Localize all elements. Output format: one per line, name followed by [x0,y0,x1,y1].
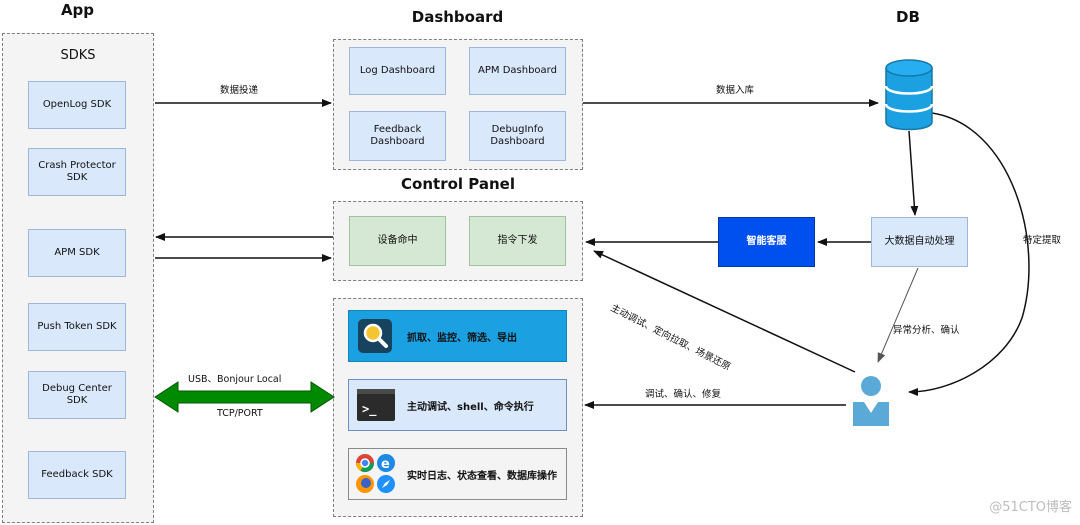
label-usb-bonjour: USB、Bonjour Local [188,374,282,385]
capture-monitor-label: 抓取、监控、筛选、导出 [407,332,517,344]
svg-text:>_: >_ [362,402,377,417]
debug-shell-tool: >_ 主动调试、shell、命令执行 [348,379,567,431]
sdk-push-token: Push Token SDK [28,303,126,351]
edge-icon: e [377,454,395,472]
device-hit-box: 设备命中 [349,216,446,266]
debug-shell-label: 主动调试、shell、命令执行 [407,401,534,413]
user-icon [853,376,889,426]
realtime-log-tool: e 实时日志、状态查看、数据库操作 [348,448,567,500]
label-data-storage: 数据入库 [716,85,755,96]
terminal-icon: >_ [357,389,395,421]
log-dashboard: Log Dashboard [349,47,446,95]
feedback-dashboard: Feedback Dashboard [349,111,446,161]
label-anomaly-analysis: 异常分析、确认 [893,325,960,336]
safari-icon [377,475,395,493]
browser-icons: e [356,454,395,493]
arrow-user-to-control [593,250,856,373]
arrow-db-to-user [908,112,1030,396]
label-tcp-port: TCP/PORT [217,408,263,419]
sdk-openlog: OpenLog SDK [28,81,126,129]
command-dispatch-box: 指令下发 [469,216,566,266]
label-specific-extract: 特定提取 [1023,235,1062,246]
watermark: @51CTO博客 [989,500,1072,515]
database-icon [884,59,934,131]
chrome-icon [356,454,374,473]
arrow-bigdata-to-user [877,267,919,363]
arrow-db-to-bigdata [908,130,919,216]
debuginfo-dashboard: DebugInfo Dashboard [469,111,566,161]
usb-tcp-double-arrow [154,381,335,413]
sdks-title: SDKS [60,48,96,63]
control-panel-title: Control Panel [401,175,515,193]
sdk-crash-protector: Crash Protector SDK [28,148,126,196]
label-data-delivery: 数据投递 [220,85,259,96]
label-debug-confirm-fix: 调试、确认、修复 [645,389,722,400]
big-data-processing: 大数据自动处理 [871,217,968,267]
dashboard-title: Dashboard [411,8,504,26]
sdk-feedback: Feedback SDK [28,451,126,499]
capture-monitor-tool: 抓取、监控、筛选、导出 [348,310,567,362]
sdk-apm: APM SDK [28,229,126,277]
smart-customer-service: 智能客服 [718,217,815,267]
sdk-debug-center: Debug Center SDK [28,371,126,419]
magnifier-icon [358,319,392,353]
app-title: App [60,1,95,19]
realtime-log-label: 实时日志、状态查看、数据库操作 [407,470,557,482]
svg-text:e: e [381,457,390,472]
firefox-icon [356,475,374,493]
db-title: DB [896,8,920,26]
apm-dashboard: APM Dashboard [469,47,566,95]
